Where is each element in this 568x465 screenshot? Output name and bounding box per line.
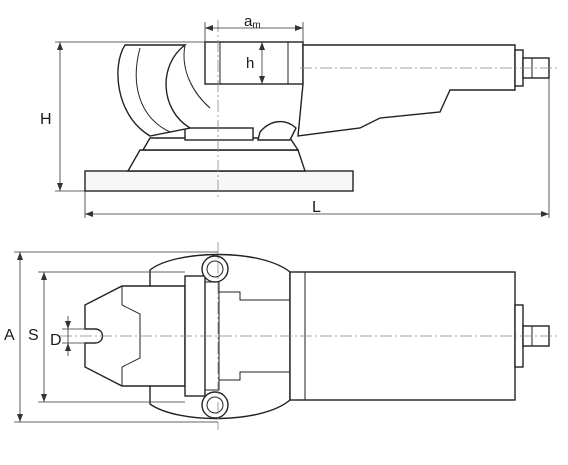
label-H: H: [40, 111, 52, 128]
dim-am-arrow-left: [205, 25, 213, 31]
dim-A-arrow-top: [17, 252, 23, 260]
arc-body: [117, 44, 192, 137]
bolt-bottom-inner: [206, 396, 224, 414]
center-block: [184, 127, 254, 141]
label-S: S: [28, 327, 39, 344]
top-view: A S D: [4, 242, 560, 430]
bolt-top-inner: [206, 260, 224, 278]
body-housing: [297, 44, 516, 137]
dim-D-arrow-bottom: [65, 343, 71, 351]
right-support: [257, 121, 297, 141]
arc-inner: [183, 44, 211, 109]
dim-H-arrow-bottom: [57, 183, 63, 191]
label-am: am: [244, 13, 261, 31]
bolt-bottom-outer: [201, 391, 229, 419]
slide-line-bottom: [219, 371, 290, 381]
slide-line-top: [219, 291, 290, 301]
side-view: am h H L: [40, 13, 560, 218]
dim-S-arrow-bottom: [41, 394, 47, 402]
dim-am-arrow-right: [295, 25, 303, 31]
dim-L-arrow-right: [541, 211, 549, 217]
jaw-block: [204, 41, 304, 85]
label-L: L: [312, 199, 321, 216]
dim-h-arrow-top: [259, 42, 265, 50]
dim-L-arrow-left: [85, 211, 93, 217]
label-D: D: [50, 332, 62, 349]
stand: [126, 149, 306, 172]
base-plate: [84, 170, 354, 192]
dim-S-arrow-top: [41, 272, 47, 280]
label-A: A: [4, 327, 15, 344]
label-h: h: [246, 55, 254, 72]
arc-groove: [135, 47, 171, 133]
dim-D-arrow-top: [65, 321, 71, 329]
dim-A-arrow-bottom: [17, 414, 23, 422]
dim-H-arrow-top: [57, 42, 63, 50]
bolt-top-outer: [201, 255, 229, 283]
dim-h-arrow-bottom: [259, 76, 265, 84]
